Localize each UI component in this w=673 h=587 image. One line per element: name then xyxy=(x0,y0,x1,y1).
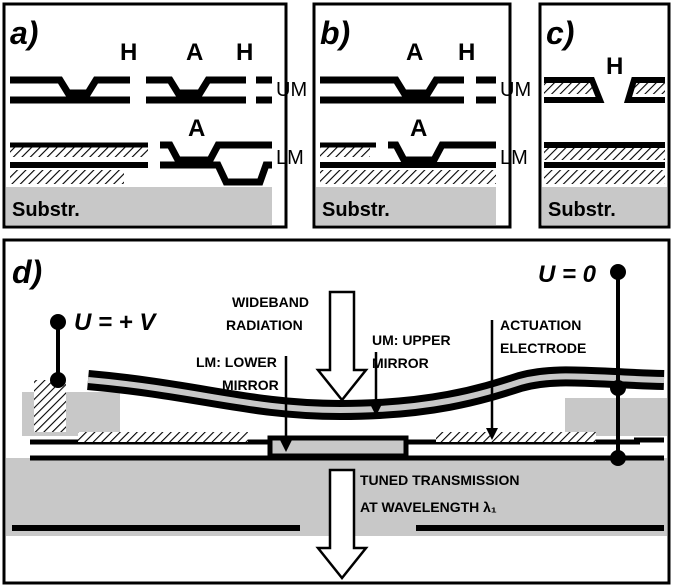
actuation-label-line1: ACTUATION xyxy=(500,317,581,333)
hole-mark-h1: H xyxy=(606,53,623,80)
electrode-node-left-bottom xyxy=(50,372,66,388)
electrode-node-right-bottom xyxy=(610,450,626,466)
tuned-label-line1: TUNED TRANSMISSION xyxy=(360,472,519,488)
panel-d-label: d) xyxy=(12,254,42,290)
anchor-mark-a2: A xyxy=(188,115,205,142)
substrate-label: Substr. xyxy=(322,199,390,221)
lm-label: LM xyxy=(276,147,304,169)
actuation-label-line2: ELECTRODE xyxy=(500,340,586,356)
substrate-block xyxy=(316,187,496,225)
lower-mirror-label-line2: MIRROR xyxy=(222,377,279,393)
wideband-label-line1: WIDEBAND xyxy=(232,294,309,310)
anchor-mark-a1: A xyxy=(406,39,423,66)
transmitted-radiation-arrow xyxy=(315,468,369,581)
incoming-radiation-arrow xyxy=(315,290,369,403)
um-label: UM xyxy=(276,79,307,101)
panel-d: d) U = + V U = 0 WIDEBAND RADIATION xyxy=(2,238,671,585)
upper-mirror-label-line2: MIRROR xyxy=(372,355,429,371)
substrate-label: Substr. xyxy=(12,199,80,221)
lower-mirror-label-line1: LM: LOWER xyxy=(196,354,277,370)
anchor-mark-a2: A xyxy=(410,115,427,142)
tuned-label-line2: AT WAVELENGTH λ₁ xyxy=(360,499,497,515)
anchor-mark-a1: A xyxy=(186,39,203,66)
panel-a-label: a) xyxy=(10,15,38,51)
substrate-block xyxy=(6,187,272,225)
panel-c-label: c) xyxy=(546,15,574,51)
panel-b: Substr. b) A H UM A LM xyxy=(312,2,531,229)
lm-label: LM xyxy=(500,147,528,169)
lower-mirror xyxy=(267,435,409,459)
panel-a: Substr. a) H A H UM A LM xyxy=(2,2,307,229)
wideband-label-line2: RADIATION xyxy=(226,317,303,333)
hole-mark-h1: H xyxy=(120,39,137,66)
um-label: UM xyxy=(500,79,531,101)
electrode-node-left-top xyxy=(50,314,66,330)
electrode-node-right-mid xyxy=(610,380,626,396)
voltage-right-label: U = 0 xyxy=(538,261,597,288)
substrate-label: Substr. xyxy=(548,199,616,221)
panel-b-label: b) xyxy=(320,15,350,51)
voltage-left-label: U = + V xyxy=(74,309,157,336)
panel-c: Substr. c) H xyxy=(538,2,671,229)
substrate-block xyxy=(542,187,667,225)
electrode-node-right-top xyxy=(610,264,626,280)
upper-mirror-label-line1: UM: UPPER xyxy=(372,332,451,348)
hole-mark-h2: H xyxy=(236,39,253,66)
hole-mark-h1: H xyxy=(458,39,475,66)
